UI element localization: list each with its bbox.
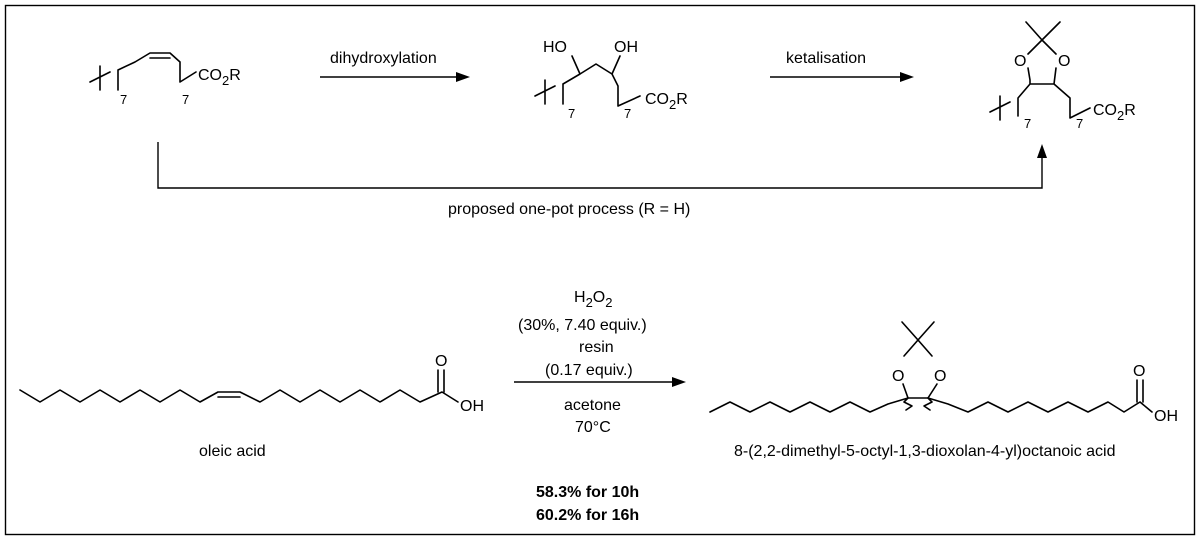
ester-co: CO	[198, 67, 222, 84]
product-o-right: O	[934, 368, 946, 385]
ketal-repeat-right: 7	[1076, 116, 1083, 131]
ketal-o-right: O	[1058, 53, 1070, 70]
ketal-structure: O O 7 7 CO2R	[989, 21, 1136, 131]
diol-structure: HO OH 7 7 CO2R	[534, 39, 688, 121]
sm-repeat-right: 7	[182, 92, 189, 107]
svg-text:CO2R: CO2R	[1093, 102, 1136, 123]
reagent-amount: (30%, 7.40 equiv.)	[518, 317, 647, 334]
reagent-o: O	[593, 289, 605, 306]
diol-oh-label: OH	[614, 39, 638, 56]
one-pot-label: proposed one-pot process (R = H)	[448, 201, 690, 218]
svg-text:CO2R: CO2R	[645, 91, 688, 112]
dihydroxylation-label: dihydroxylation	[330, 50, 437, 67]
oleic-oh: OH	[460, 398, 484, 415]
dihydroxylation-arrow: dihydroxylation	[320, 50, 470, 82]
yield-10h: 58.3% for 10h	[536, 484, 639, 501]
temperature-label: 70°C	[575, 419, 611, 436]
reaction-conditions: H2O2 (30%, 7.40 equiv.) resin (0.17 equi…	[514, 289, 686, 524]
ketalisation-label: ketalisation	[786, 50, 866, 67]
ketal-ester-co: CO	[1093, 102, 1117, 119]
reagent-h-sub: 2	[586, 295, 593, 310]
oleic-acid-structure: O OH oleic acid	[19, 353, 484, 460]
diol-repeat-right: 7	[624, 106, 631, 121]
reagent-h: H	[574, 289, 586, 306]
diol-ester-sub: 2	[669, 97, 676, 112]
yield-16h: 60.2% for 16h	[536, 507, 639, 524]
product-carbonyl-o: O	[1133, 363, 1145, 380]
oleic-carbonyl-o: O	[435, 353, 447, 370]
unsaturated-ester-structure: 7 7 CO2R	[89, 52, 241, 107]
scheme-frame	[4, 4, 1196, 536]
diol-ester-co: CO	[645, 91, 669, 108]
diol-ester-r: R	[676, 91, 688, 108]
catalyst-name: resin	[579, 339, 614, 356]
oleic-acid-name: oleic acid	[199, 443, 266, 460]
product-oh: OH	[1154, 408, 1178, 425]
solvent-label: acetone	[564, 397, 621, 414]
diol-ho-label: HO	[543, 39, 567, 56]
ketal-ester-sub: 2	[1117, 108, 1124, 123]
ketal-ester-r: R	[1124, 102, 1136, 119]
one-pot-bracket-arrow: proposed one-pot process (R = H)	[157, 142, 1047, 218]
reagent-o-sub: 2	[605, 295, 612, 310]
ketal-repeat-left: 7	[1024, 116, 1031, 131]
product-o-left: O	[892, 368, 904, 385]
product-name: 8-(2,2-dimethyl-5-octyl-1,3-dioxolan-4-y…	[734, 443, 1115, 460]
ketal-o-left: O	[1014, 53, 1026, 70]
diol-repeat-left: 7	[568, 106, 575, 121]
dioxolane-product-structure: O O O OH 8-(2,2-dimethyl-5-octyl-1,3-dio…	[709, 321, 1178, 460]
svg-text:CO2R: CO2R	[198, 67, 241, 88]
ketalisation-arrow: ketalisation	[770, 50, 914, 82]
ester-sub: 2	[222, 73, 229, 88]
catalyst-amount: (0.17 equiv.)	[545, 362, 633, 379]
sm-repeat-left: 7	[120, 92, 127, 107]
ester-r: R	[229, 67, 241, 84]
svg-text:H2O2: H2O2	[574, 289, 612, 310]
